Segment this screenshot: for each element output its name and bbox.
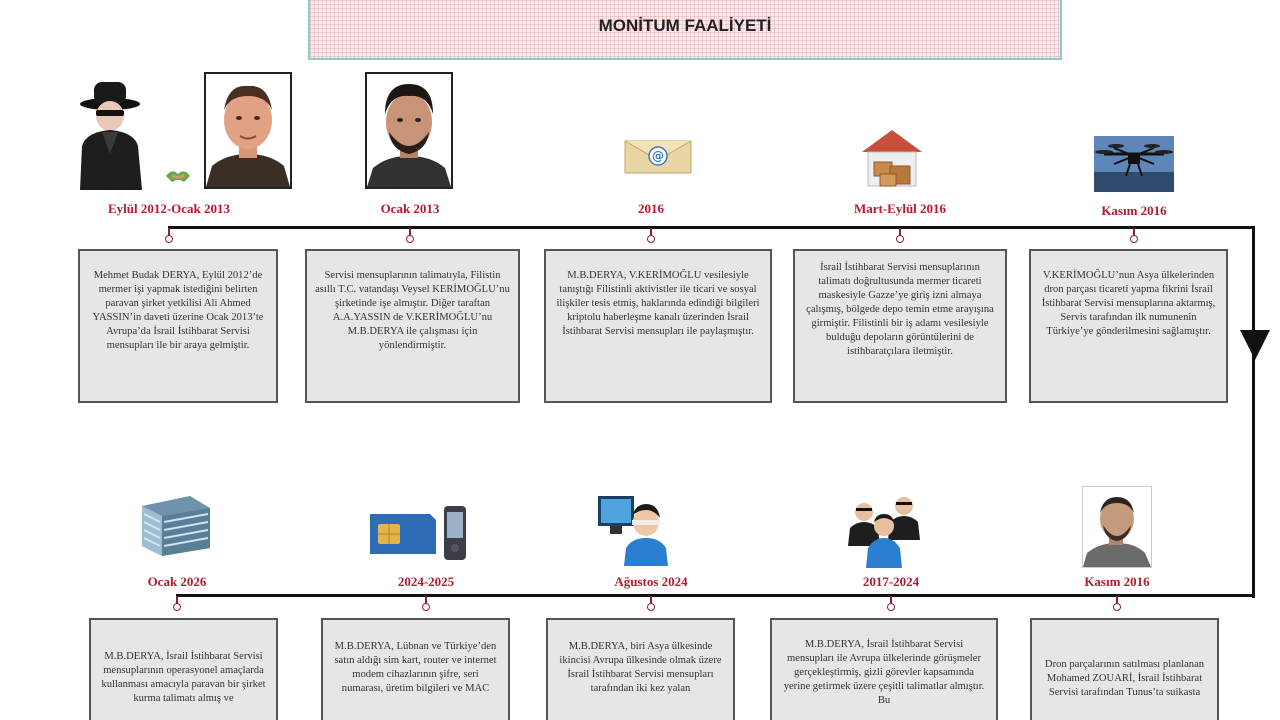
event-description-box: Dron parçalarının satılması planlanan Mo… bbox=[1030, 618, 1219, 720]
sim-card-phone-icon bbox=[370, 506, 466, 560]
email-icon: @ bbox=[624, 140, 692, 174]
drone-icon bbox=[1094, 136, 1174, 192]
event-date: Ocak 2013 bbox=[380, 201, 440, 216]
timeline-tick bbox=[896, 228, 904, 243]
top-timeline-line bbox=[168, 226, 1254, 229]
event-description-box: M.B.DERYA, İsrail İstihbarat Servisi men… bbox=[89, 618, 278, 720]
event-date: 2017-2024 bbox=[862, 574, 920, 589]
right-timeline-line bbox=[1252, 226, 1255, 598]
timeline-tick bbox=[173, 596, 181, 611]
event-description-box: M.B.DERYA, İsrail İstihbarat Servisi men… bbox=[770, 618, 998, 720]
timeline-tick bbox=[1113, 596, 1121, 611]
portrait-photo bbox=[365, 72, 453, 189]
portrait-photo bbox=[1082, 486, 1152, 568]
event-date: Eylül 2012-Ocak 2013 bbox=[107, 201, 231, 216]
timeline-arrow-icon bbox=[1240, 330, 1270, 360]
event-description-box: M.B.DERYA, V.KERİMOĞLU vesilesiyle tanış… bbox=[544, 249, 772, 403]
timeline-tick bbox=[647, 228, 655, 243]
event-date: 2016 bbox=[638, 201, 664, 216]
polygraph-icon bbox=[598, 496, 668, 566]
building-icon bbox=[142, 496, 210, 556]
event-date: Ocak 2026 bbox=[147, 574, 207, 589]
event-date: 2024-2025 bbox=[397, 574, 455, 589]
page-title: MONİTUM FAALİYETİ bbox=[598, 16, 772, 35]
agents-icon bbox=[848, 497, 920, 568]
title-banner: MONİTUM FAALİYETİ bbox=[308, 0, 1062, 60]
warehouse-icon bbox=[862, 130, 922, 187]
spy-icon bbox=[80, 82, 142, 190]
event-description-box: V.KERİMOĞLU’nun Asya ülkelerinden dron p… bbox=[1029, 249, 1228, 403]
portrait-photo bbox=[204, 72, 292, 189]
timeline-tick bbox=[887, 596, 895, 611]
timeline-tick bbox=[165, 228, 173, 243]
event-description-box: İsrail İstihbarat Servisi mensuplarının … bbox=[793, 249, 1007, 403]
event-description-box: M.B.DERYA, biri Asya ülkesinde ikincisi … bbox=[546, 618, 735, 720]
timeline-tick bbox=[1130, 228, 1138, 243]
event-date: Kasım 2016 bbox=[1101, 203, 1167, 218]
svg-text:@: @ bbox=[652, 149, 664, 163]
event-date: Kasım 2016 bbox=[1084, 574, 1150, 589]
handshake-icon bbox=[166, 171, 190, 182]
bottom-timeline-line bbox=[176, 594, 1255, 597]
timeline-tick bbox=[406, 228, 414, 243]
event-description-box: Mehmet Budak DERYA, Eylül 2012’de mermer… bbox=[78, 249, 278, 403]
timeline-tick bbox=[647, 596, 655, 611]
event-description-box: M.B.DERYA, Lübnan ve Türkiye’den satın a… bbox=[321, 618, 510, 720]
event-date: Ağustos 2024 bbox=[614, 574, 688, 589]
event-description-box: Servisi mensuplarının talimatıyla, Filis… bbox=[305, 249, 520, 403]
timeline-tick bbox=[422, 596, 430, 611]
event-date: Mart-Eylül 2016 bbox=[853, 201, 947, 216]
